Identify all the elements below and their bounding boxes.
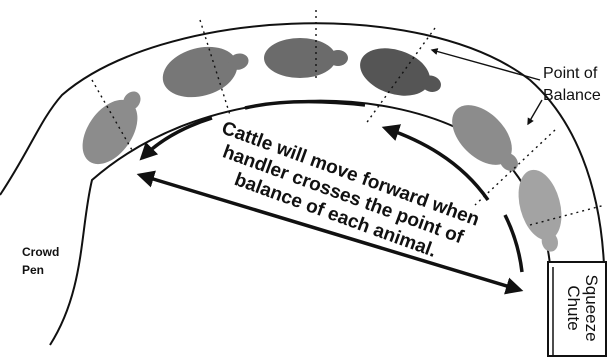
squeeze-chute-label-line-1: Squeeze (582, 274, 601, 341)
crowd-pen-label-line-2: Pen (22, 263, 44, 277)
squeeze-chute-label-line-2: Chute (564, 285, 583, 330)
cow-3-icon (264, 38, 348, 78)
cattle-movement-curve-right (505, 215, 522, 272)
point-of-balance-label-line-2: Balance (543, 87, 601, 104)
cow-1-icon (71, 80, 155, 174)
point-of-balance-label-line-1: Point of (543, 65, 598, 82)
point-of-balance-pointer-2 (528, 100, 542, 124)
cattle-movement-arrow-left (142, 118, 212, 158)
cow-5-icon (441, 94, 532, 185)
cattle-movement-curve-top (245, 102, 365, 108)
crowd-pen-label-line-1: Crowd (22, 245, 59, 259)
cattle-group (71, 36, 571, 257)
cow-2-icon (157, 36, 254, 105)
